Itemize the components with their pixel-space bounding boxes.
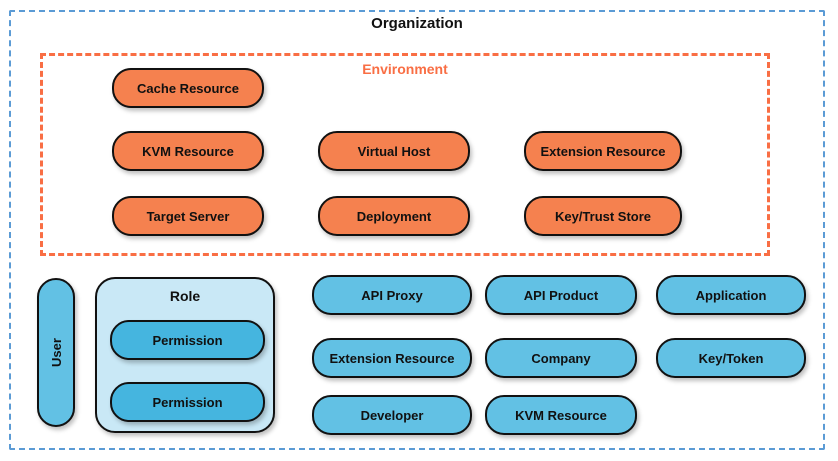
node-extension-resource-org: Extension Resource xyxy=(312,338,472,378)
node-api-product: API Product xyxy=(485,275,637,315)
node-company: Company xyxy=(485,338,637,378)
node-permission-2: Permission xyxy=(110,382,265,422)
environment-boundary xyxy=(40,53,770,256)
node-virtual-host: Virtual Host xyxy=(318,131,470,171)
node-api-proxy: API Proxy xyxy=(312,275,472,315)
role-label: Role xyxy=(169,288,201,304)
environment-label: Environment xyxy=(362,61,448,77)
node-key-token: Key/Token xyxy=(656,338,806,378)
node-kvm-resource-env: KVM Resource xyxy=(112,131,264,171)
user-label: User xyxy=(48,338,64,367)
node-deployment: Deployment xyxy=(318,196,470,236)
node-cache-resource: Cache Resource xyxy=(112,68,264,108)
node-permission-1: Permission xyxy=(110,320,265,360)
node-key-trust-store: Key/Trust Store xyxy=(524,196,682,236)
node-application: Application xyxy=(656,275,806,315)
organization-boundary xyxy=(9,10,825,450)
node-extension-resource-env: Extension Resource xyxy=(524,131,682,171)
node-user: User xyxy=(37,278,75,427)
node-target-server: Target Server xyxy=(112,196,264,236)
organization-label: Organization xyxy=(371,15,463,32)
node-role: Role Permission Permission xyxy=(95,277,275,433)
node-developer: Developer xyxy=(312,395,472,435)
node-kvm-resource-org: KVM Resource xyxy=(485,395,637,435)
